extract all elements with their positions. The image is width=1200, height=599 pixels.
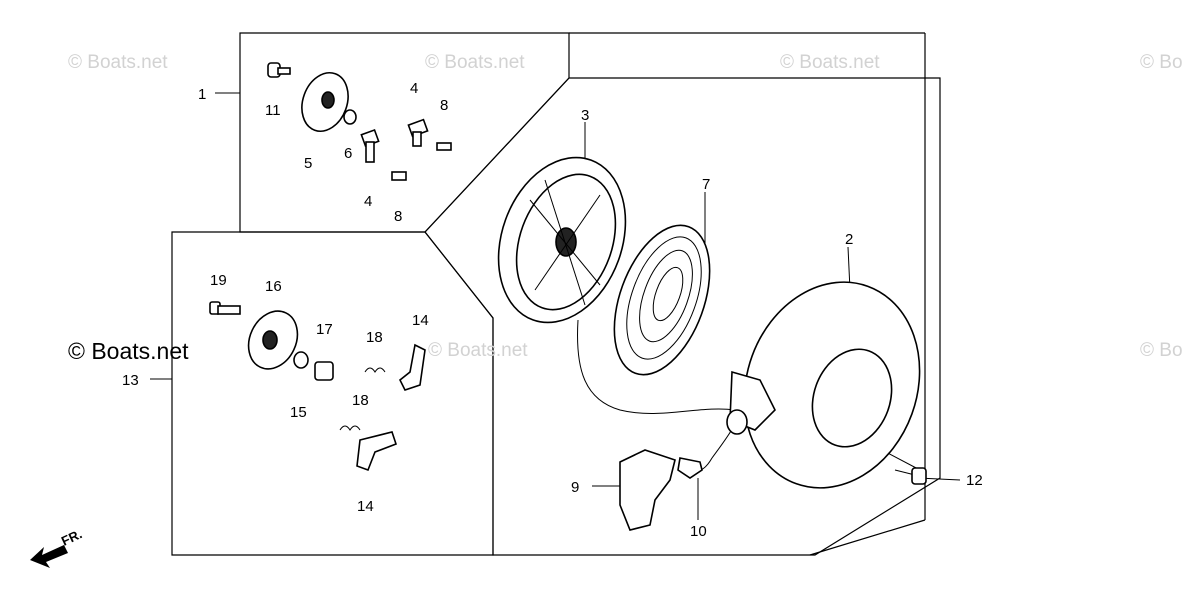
watermark: © Boats.net xyxy=(428,340,528,361)
callout-14-upper: 14 xyxy=(412,312,429,329)
washer-6 xyxy=(343,109,357,125)
fr-label: FR. xyxy=(59,526,84,548)
pawl-14-lower xyxy=(356,431,398,472)
callout-15: 15 xyxy=(290,404,307,421)
callout-1: 1 xyxy=(198,86,206,103)
callout-18-lower: 18 xyxy=(352,392,369,409)
bolt-19 xyxy=(209,301,241,315)
callout-11: 11 xyxy=(265,102,281,119)
callout-10: 10 xyxy=(690,523,707,540)
starter-case-2 xyxy=(726,281,921,489)
callout-5: 5 xyxy=(304,155,312,172)
spring-8-upper xyxy=(436,142,452,151)
callout-9: 9 xyxy=(571,479,579,496)
bolt-12 xyxy=(894,467,927,485)
callout-2: 2 xyxy=(845,231,853,248)
front-direction-arrow xyxy=(30,545,68,568)
ratchet-plate-5 xyxy=(301,72,349,132)
watermark-main: © Boats.net xyxy=(68,338,189,364)
spring-18-lower xyxy=(339,425,361,431)
spring-8-lower xyxy=(391,171,407,181)
callout-8-lower: 8 xyxy=(394,208,402,225)
watermark: © Bo xyxy=(1140,340,1183,361)
recoil-spring-7 xyxy=(613,224,711,376)
pawl-14-upper xyxy=(398,343,426,391)
callout-12: 12 xyxy=(966,472,983,489)
watermark: © Boats.net xyxy=(425,52,525,73)
outline-corner xyxy=(809,519,926,556)
callout-6: 6 xyxy=(344,145,352,162)
spring-17 xyxy=(314,361,334,381)
callout-4-lower: 4 xyxy=(364,193,372,210)
group-outline-13 xyxy=(171,231,494,556)
callout-7: 7 xyxy=(702,176,710,193)
watermark: © Boats.net xyxy=(780,52,880,73)
rope-guide-10 xyxy=(677,457,703,479)
pawl-4-upper xyxy=(407,118,429,147)
callout-8-upper: 8 xyxy=(440,97,448,114)
callout-16: 16 xyxy=(265,278,282,295)
callout-14-lower: 14 xyxy=(357,498,374,515)
callout-18-upper: 18 xyxy=(366,329,383,346)
ratchet-16 xyxy=(247,310,299,370)
watermark: © Boats.net xyxy=(68,52,168,73)
callout-4-upper: 4 xyxy=(410,80,418,97)
pawl-4-lower xyxy=(360,128,380,163)
spring-18-upper xyxy=(364,367,386,373)
callout-19: 19 xyxy=(210,272,227,289)
starter-rope xyxy=(577,319,739,471)
watermark: © Bo xyxy=(1140,52,1183,73)
callout-13: 13 xyxy=(122,372,139,389)
pulley-3 xyxy=(497,156,627,324)
starter-grip-9 xyxy=(619,449,676,531)
callout-17: 17 xyxy=(316,321,333,338)
bolt-11 xyxy=(267,62,291,78)
washer-15 xyxy=(293,351,309,369)
callout-3: 3 xyxy=(581,107,589,124)
